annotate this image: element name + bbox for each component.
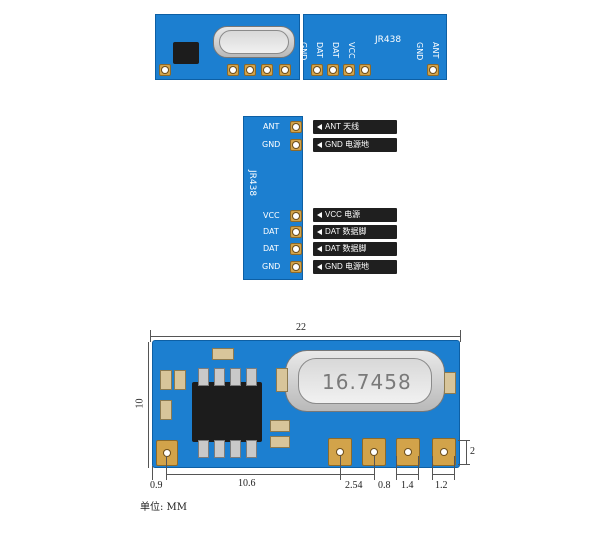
dim-tick-e (396, 456, 397, 480)
dim-tick-h (454, 456, 455, 480)
dim-08-label: 0.8 (378, 480, 391, 491)
unit-label: 单位: MM (140, 502, 188, 513)
mid-pin-dat1: DAT (263, 227, 279, 236)
ic-lead-t3 (230, 368, 241, 386)
dim-09-label: 0.9 (150, 480, 163, 491)
ic-lead-b3 (230, 440, 241, 458)
mid-model-label: JR438 (247, 170, 257, 197)
top-crystal-inner (219, 30, 289, 54)
callout-gnd1: GND 电源地 (313, 138, 397, 152)
smd-comp-2 (174, 370, 186, 390)
dim-height-label: 10 (134, 398, 146, 409)
callout-gnd1-text: GND 电源地 (325, 140, 369, 149)
dim-2-bottom (458, 464, 470, 465)
bottom-pad-1 (328, 438, 352, 466)
bottom-crystal-inner (298, 358, 432, 404)
mid-pad-gnd2 (290, 261, 302, 273)
bottom-ic-chip (192, 382, 262, 442)
smd-comp-3 (160, 400, 172, 420)
dim-tick-a (152, 466, 153, 480)
top-left-pad-3 (244, 64, 256, 76)
mid-pad-gnd1 (290, 139, 302, 151)
bottom-pad-left (156, 440, 178, 466)
dim-width-right-tick (460, 330, 461, 342)
crystal-text: 16.7458 (322, 370, 412, 394)
dim-tick-g (432, 456, 433, 480)
top-ic-chip (173, 42, 199, 64)
ic-lead-b1 (198, 440, 209, 458)
top-left-pad-4 (261, 64, 273, 76)
mid-pin-ant: ANT (263, 122, 280, 131)
dim-width-left-tick (150, 330, 151, 342)
mid-pad-ant (290, 121, 302, 133)
crystal-cap-right (444, 372, 456, 394)
smd-comp-4 (212, 348, 234, 360)
dim-106-line (166, 474, 340, 475)
dim-width-line (150, 336, 460, 337)
ic-lead-t2 (214, 368, 225, 386)
top-silk-dat1: DAT (315, 42, 324, 58)
smd-comp-6 (270, 436, 290, 448)
top-photo: GND DAT DAT VCC JR438 GND ANT (155, 14, 447, 80)
dim-12-label: 1.2 (435, 480, 448, 491)
callout-dat2: DAT 数据脚 (313, 242, 397, 256)
callout-vcc-text: VCC 电源 (325, 210, 361, 219)
dim-2-top (458, 440, 470, 441)
dim-tick-f (418, 456, 419, 480)
ic-lead-t4 (246, 368, 257, 386)
top-left-pad-5 (279, 64, 291, 76)
top-left-pad-2 (227, 64, 239, 76)
top-silk-ant: ANT (431, 42, 440, 59)
callout-dat1-text: DAT 数据脚 (325, 227, 367, 236)
mid-pin-gnd2: GND (262, 262, 281, 271)
top-right-pad-1 (311, 64, 323, 76)
mid-pad-dat1 (290, 226, 302, 238)
dim-2-label: 2 (470, 446, 475, 457)
ic-lead-b4 (246, 440, 257, 458)
top-silk-model: JR438 (375, 35, 402, 45)
top-silk-gnd: GND (299, 42, 308, 61)
top-right-pad-3 (343, 64, 355, 76)
ic-lead-b2 (214, 440, 225, 458)
top-silk-vcc: VCC (347, 42, 356, 59)
dim-12-line (432, 474, 454, 475)
dim-254-label: 2.54 (345, 480, 363, 491)
top-right-board (303, 14, 447, 80)
mid-pad-dat2 (290, 243, 302, 255)
dim-height-line (148, 342, 149, 468)
mid-pin-dat2: DAT (263, 244, 279, 253)
top-right-pad-4 (359, 64, 371, 76)
dim-106-label: 10.6 (238, 478, 256, 489)
ic-lead-t1 (198, 368, 209, 386)
dim-14-label: 1.4 (401, 480, 414, 491)
callout-vcc: VCC 电源 (313, 208, 397, 222)
bottom-pad-3 (396, 438, 420, 466)
callout-gnd2: GND 电源地 (313, 260, 397, 274)
dim-width-label: 22 (296, 322, 306, 333)
dim-254-line (340, 474, 374, 475)
smd-comp-5 (270, 420, 290, 432)
top-silk-dat2: DAT (331, 42, 340, 58)
mid-pad-vcc (290, 210, 302, 222)
dim-14-line (396, 474, 418, 475)
dim-tick-c (340, 456, 341, 480)
callout-ant: ANT 天线 (313, 120, 397, 134)
top-silk-gnd2: GND (415, 42, 424, 61)
callout-dat1: DAT 数据脚 (313, 225, 397, 239)
dim-tick-d (374, 456, 375, 480)
top-right-pad-2 (327, 64, 339, 76)
top-left-pad-1 (159, 64, 171, 76)
top-right-pad-5 (427, 64, 439, 76)
callout-dat2-text: DAT 数据脚 (325, 244, 367, 253)
callout-gnd2-text: GND 电源地 (325, 262, 369, 271)
smd-comp-1 (160, 370, 172, 390)
bottom-pad-4 (432, 438, 456, 466)
dim-2-line (466, 440, 467, 464)
dim-tick-b (166, 456, 167, 480)
callout-ant-text: ANT 天线 (325, 122, 360, 131)
mid-pin-vcc: VCC (263, 211, 280, 220)
crystal-cap-left (276, 368, 288, 392)
mid-pin-gnd1: GND (262, 140, 281, 149)
